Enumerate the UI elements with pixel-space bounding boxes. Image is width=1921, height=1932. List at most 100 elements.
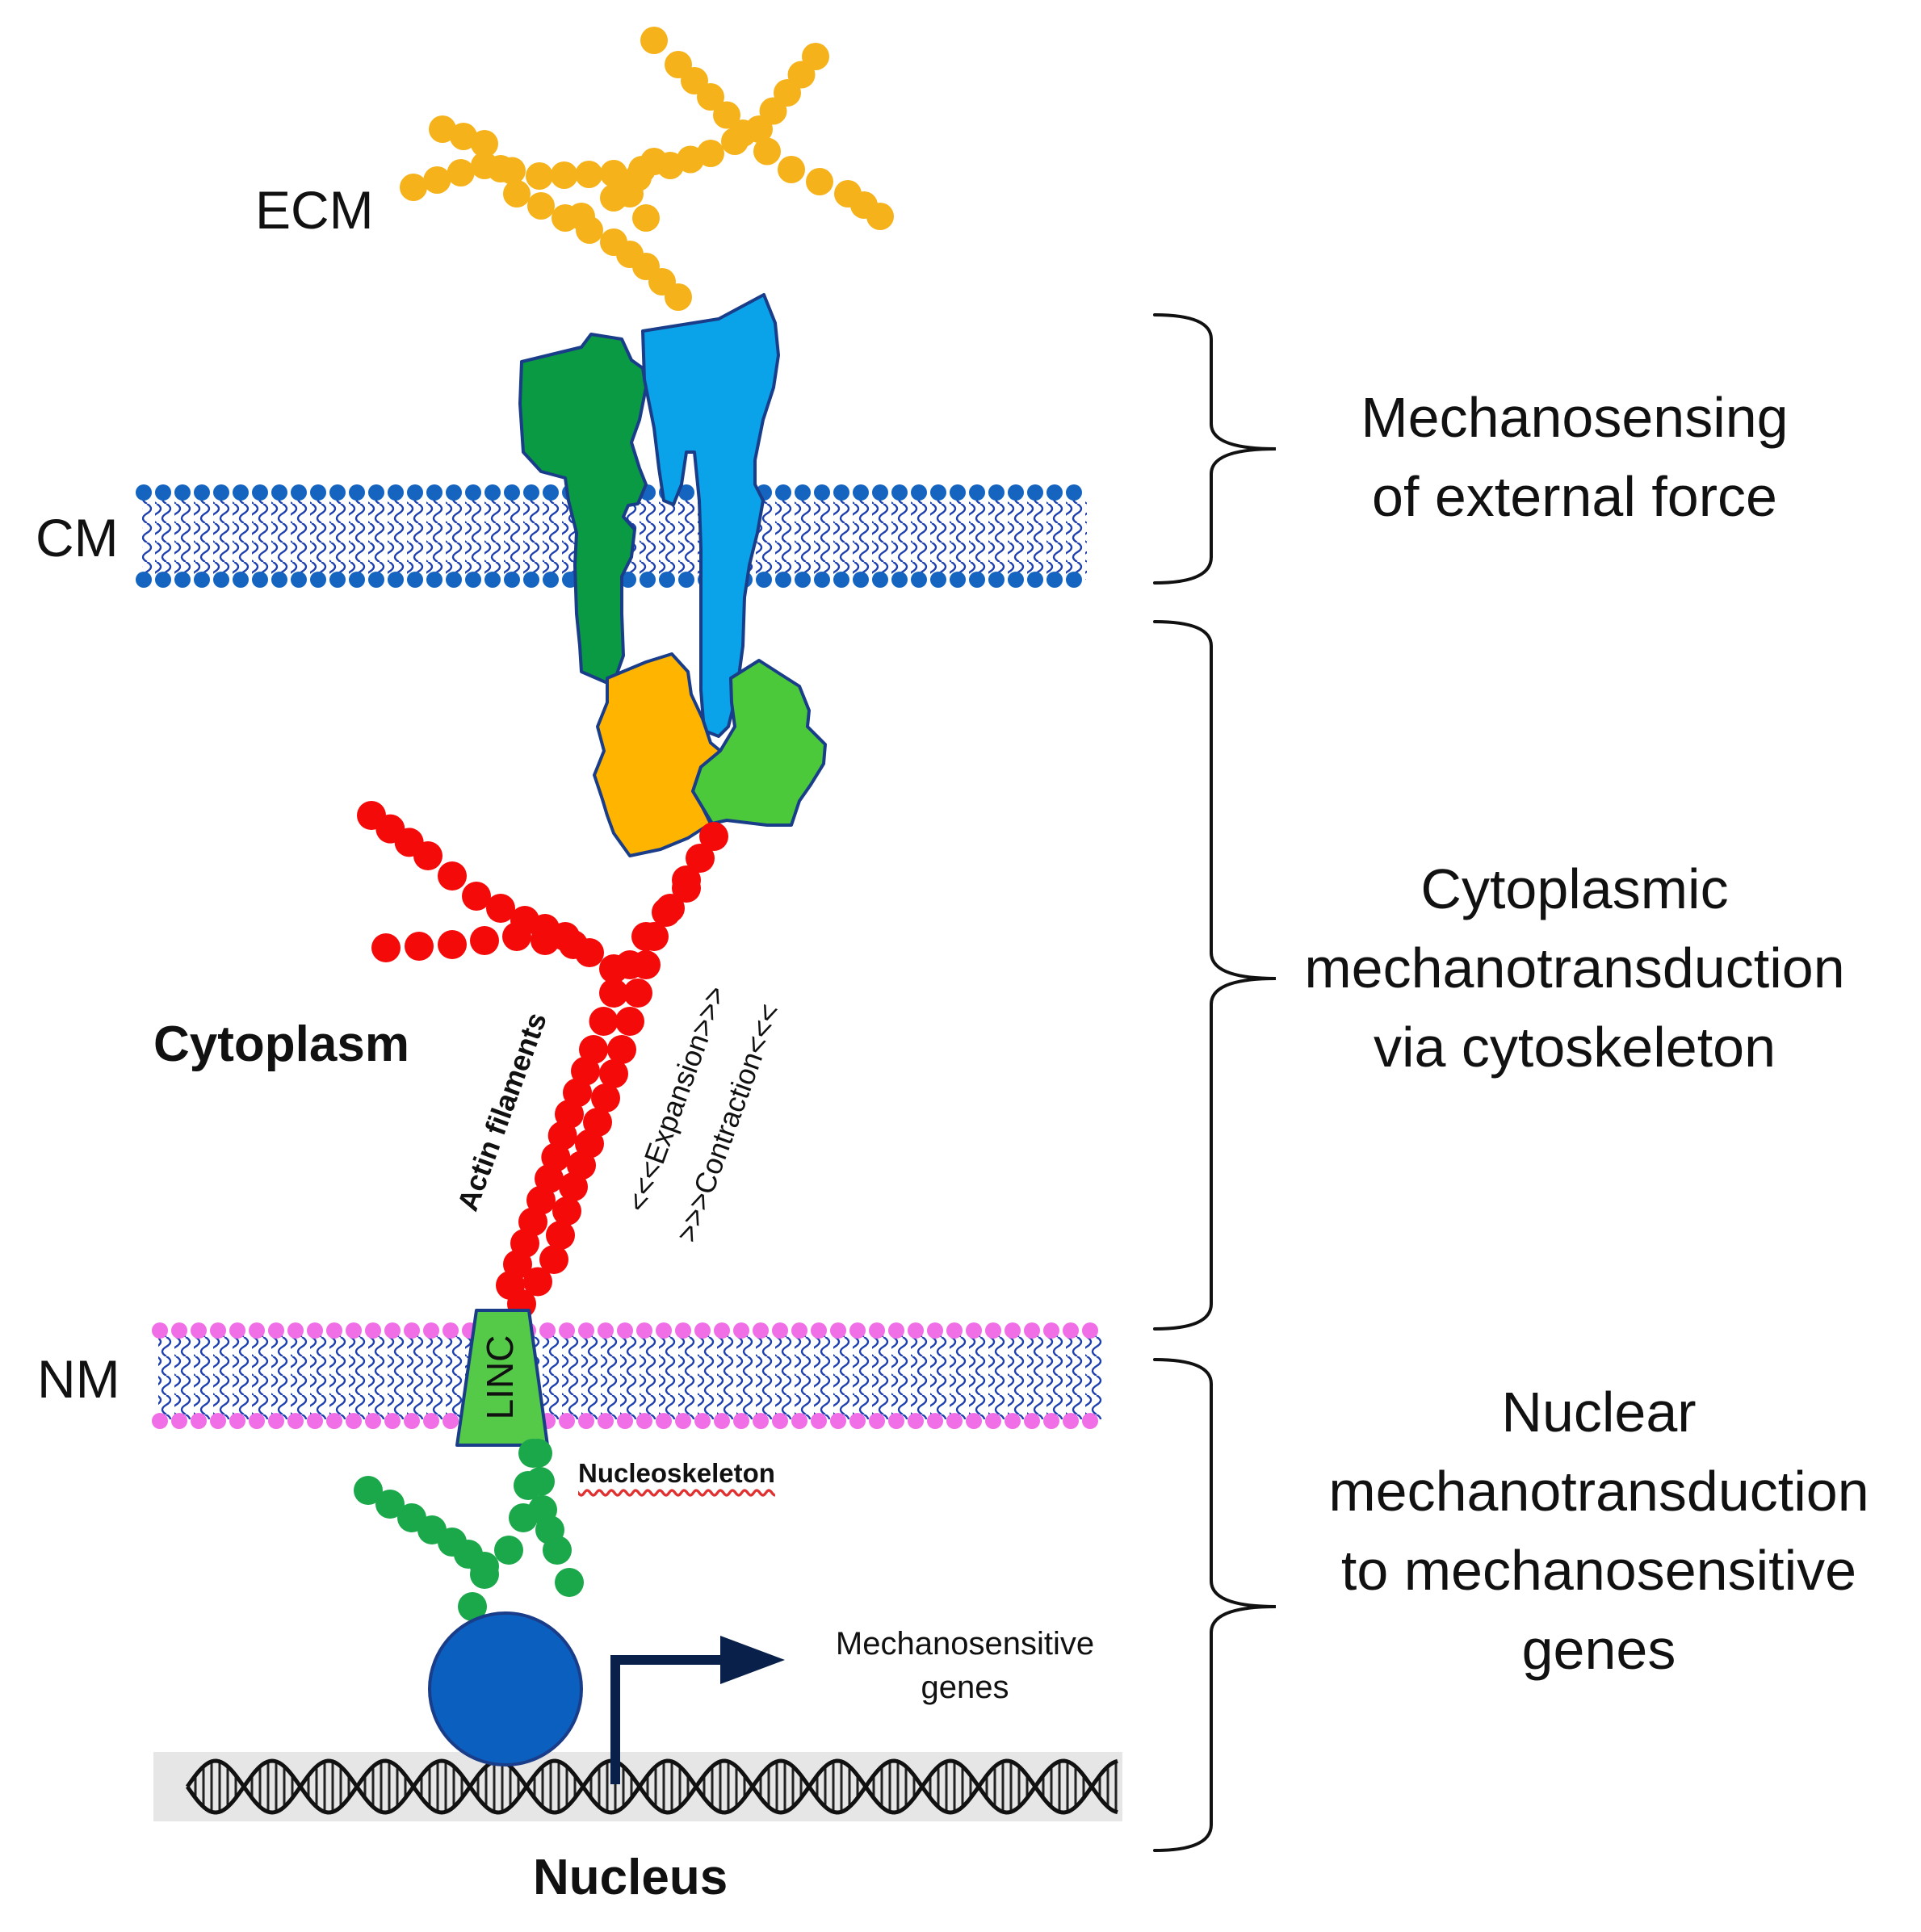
lipid-head <box>229 1322 245 1339</box>
stage-sensing: Mechanosensing of external force <box>1268 378 1881 536</box>
lipid-head <box>1005 1322 1021 1339</box>
lipid-head <box>833 572 849 588</box>
lipid-head <box>1027 484 1043 501</box>
stage-cytoplasmic-line-1: Cytoplasmic <box>1420 857 1729 920</box>
nucleoskeleton-label: Nucleoskeleton <box>578 1458 775 1488</box>
ecm-bead <box>665 283 692 311</box>
lipid-head <box>908 1413 924 1429</box>
lipid-head <box>636 1413 652 1429</box>
lipid-head <box>930 572 946 588</box>
lipid-head <box>171 1322 187 1339</box>
lipid-head <box>927 1413 943 1429</box>
nucleoskeleton-bead <box>543 1536 572 1565</box>
actin-bead <box>591 1083 620 1113</box>
lipid-head <box>969 484 985 501</box>
lipid-head <box>329 484 346 501</box>
actin-bead <box>652 898 681 927</box>
lipid-head <box>985 1413 1001 1429</box>
lipid-head <box>443 1413 459 1429</box>
lipid-head <box>249 1322 265 1339</box>
linc-label-anchor: LINC <box>479 1335 521 1420</box>
ecm-bead <box>600 160 627 187</box>
lipid-head <box>423 1322 439 1339</box>
lipid-head <box>559 1322 575 1339</box>
lipid-head <box>714 1413 730 1429</box>
lipid-head <box>404 1413 420 1429</box>
nucleoskeleton-bead <box>555 1568 584 1597</box>
lipid-head <box>1043 1322 1059 1339</box>
ecm-bead <box>550 161 578 189</box>
actin-bead <box>438 861 467 891</box>
ecm-bead <box>568 203 595 230</box>
lipid-head <box>988 484 1005 501</box>
lipid-head <box>775 484 791 501</box>
lipid-head <box>291 572 307 588</box>
actin-bead <box>405 932 434 961</box>
dna-backbone <box>185 1758 1118 1815</box>
lipid-head <box>659 572 675 588</box>
actin-bead <box>623 979 652 1008</box>
lipid-head <box>814 572 830 588</box>
lipid-head <box>174 484 191 501</box>
lipid-head <box>888 1322 904 1339</box>
lipid-head <box>152 1413 168 1429</box>
actin-filaments <box>357 801 728 1318</box>
nm-label: NM <box>37 1349 120 1409</box>
lipid-head <box>465 572 481 588</box>
lipid-head <box>950 572 966 588</box>
ecm-bead <box>713 101 740 129</box>
lipid-head <box>869 1322 885 1339</box>
stage-sensing-line-1: Mechanosensing <box>1361 386 1789 449</box>
lipid-head <box>617 1413 633 1429</box>
ecm-bead <box>616 180 644 207</box>
lipid-head <box>210 1322 226 1339</box>
actin-bead <box>523 1267 552 1297</box>
lipid-head <box>426 572 443 588</box>
lipid-head <box>484 484 501 501</box>
ecm-bead <box>697 83 724 111</box>
lipid-head <box>791 1322 807 1339</box>
lipid-head <box>969 572 985 588</box>
lipid-head <box>310 484 326 501</box>
actin-bead <box>470 926 499 955</box>
ecm-bead <box>450 123 477 150</box>
lipid-head <box>465 484 481 501</box>
lipid-head <box>1024 1413 1040 1429</box>
lipid-head <box>950 484 966 501</box>
actin-bead <box>531 926 560 955</box>
lipid-head <box>249 1413 265 1429</box>
genes-label-line1: Mechanosensitive <box>835 1626 1095 1662</box>
lipid-head <box>988 572 1005 588</box>
lipid-head <box>578 1322 594 1339</box>
lipid-head <box>849 1413 866 1429</box>
lipid-head <box>194 484 210 501</box>
lipid-head <box>578 1413 594 1429</box>
lipid-head <box>384 1413 401 1429</box>
lipid-head <box>287 1413 304 1429</box>
lipid-head <box>310 572 326 588</box>
actin-bead <box>607 1035 636 1064</box>
bracket-cytoplasmic <box>1153 620 1277 1331</box>
lipid-head <box>640 572 656 588</box>
lipid-head <box>930 484 946 501</box>
lipid-head <box>365 1322 381 1339</box>
lipid-head <box>872 572 888 588</box>
lipid-head <box>1082 1413 1098 1429</box>
lipid-head <box>329 572 346 588</box>
actin-bead <box>599 979 628 1008</box>
lipid-head <box>268 1413 284 1429</box>
lipid-head <box>523 484 539 501</box>
lipid-head <box>539 1322 556 1339</box>
ecm-bead <box>632 204 660 232</box>
lipid-head <box>446 572 462 588</box>
ecm-bead <box>778 156 805 183</box>
lipid-head <box>911 484 927 501</box>
adaptor-green <box>691 659 827 827</box>
lipid-head <box>213 484 229 501</box>
lipid-head <box>155 484 171 501</box>
lipid-head <box>523 572 539 588</box>
lipid-head <box>888 1413 904 1429</box>
lipid-head <box>404 1322 420 1339</box>
ecm-bead <box>400 174 427 201</box>
